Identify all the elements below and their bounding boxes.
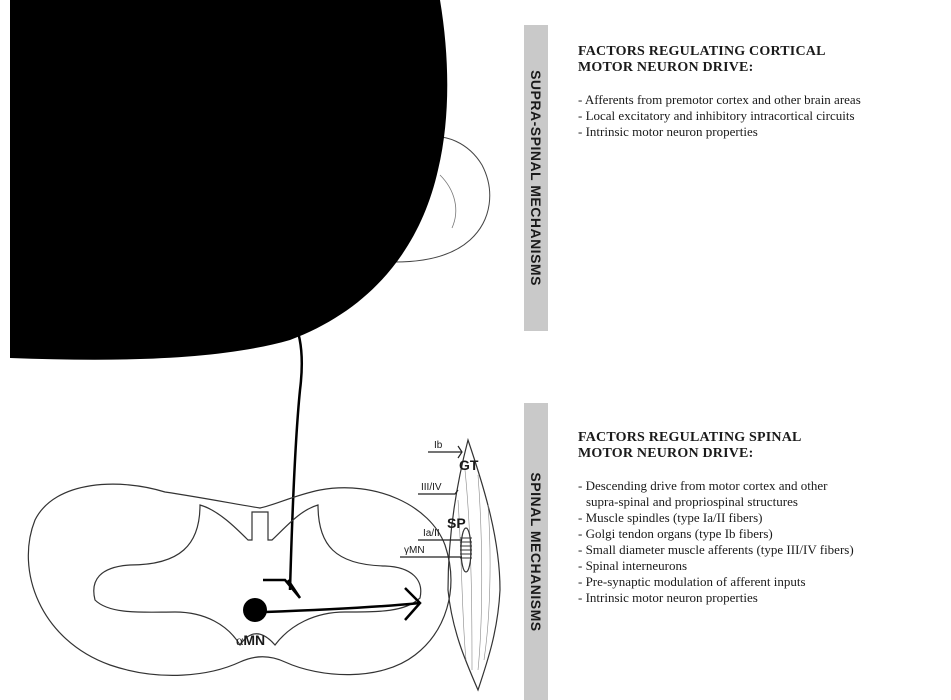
list-item: - Afferents from premotor cortex and oth… <box>578 92 948 108</box>
spinal-title-line2: MOTOR NEURON DRIVE: <box>578 446 753 461</box>
spinal-factors: FACTORS REGULATING SPINAL MOTOR NEURON D… <box>578 430 948 606</box>
cortical-factors: FACTORS REGULATING CORTICAL MOTOR NEURON… <box>578 44 948 140</box>
muscle-outline <box>448 440 500 690</box>
supraspinal-bar-label: SUPRA-SPINAL MECHANISMS <box>528 70 544 286</box>
cortical-factors-title: FACTORS REGULATING CORTICAL MOTOR NEURON… <box>578 44 948 76</box>
label-iii-iv: III/IV <box>421 482 442 493</box>
label-gamma-mn: γMN <box>404 545 425 556</box>
gray-matter-outline <box>94 505 421 645</box>
list-item: - Descending drive from motor cortex and… <box>578 478 948 494</box>
label-ib: Ib <box>434 440 443 451</box>
cortical-factors-list: - Afferents from premotor cortex and oth… <box>578 92 948 140</box>
label-mn: MN <box>243 632 265 648</box>
list-item: - Golgi tendon organs (type Ib fibers) <box>578 526 948 542</box>
supraspinal-bar: SUPRA-SPINAL MECHANISMS <box>524 25 548 331</box>
label-sp: SP <box>447 515 466 531</box>
label-alpha-mn: αMN <box>236 632 265 649</box>
list-item: - Local excitatory and inhibitory intrac… <box>578 108 948 124</box>
muscle-fibers <box>458 470 490 670</box>
label-ia-ii: Ia/II <box>423 528 440 539</box>
list-item: - Intrinsic motor neuron properties <box>578 124 948 140</box>
spinal-bar: SPINAL MECHANISMS <box>524 403 548 700</box>
alpha-motor-neuron <box>243 598 267 622</box>
list-item: supra-spinal and propriospinal structure… <box>578 494 948 510</box>
descending-terminal <box>263 580 300 598</box>
label-gt: GT <box>459 457 479 473</box>
motor-axon <box>265 603 420 612</box>
list-item: - Small diameter muscle afferents (type … <box>578 542 948 558</box>
list-item: - Muscle spindles (type Ia/II fibers) <box>578 510 948 526</box>
cerebellum-fold <box>440 175 456 228</box>
spinal-bar-label: SPINAL MECHANISMS <box>528 472 544 631</box>
list-item: - Spinal interneurons <box>578 558 948 574</box>
list-item: - Intrinsic motor neuron properties <box>578 590 948 606</box>
spinal-title-line1: FACTORS REGULATING SPINAL <box>578 430 802 445</box>
cortical-title-line1: FACTORS REGULATING CORTICAL <box>578 44 826 59</box>
list-item: - Pre-synaptic modulation of afferent in… <box>578 574 948 590</box>
brain-silhouette <box>10 0 447 360</box>
spinal-factors-list: - Descending drive from motor cortex and… <box>578 478 948 606</box>
corticospinal-tract <box>282 298 302 590</box>
cortical-title-line2: MOTOR NEURON DRIVE: <box>578 60 753 75</box>
spinal-factors-title: FACTORS REGULATING SPINAL MOTOR NEURON D… <box>578 430 948 462</box>
